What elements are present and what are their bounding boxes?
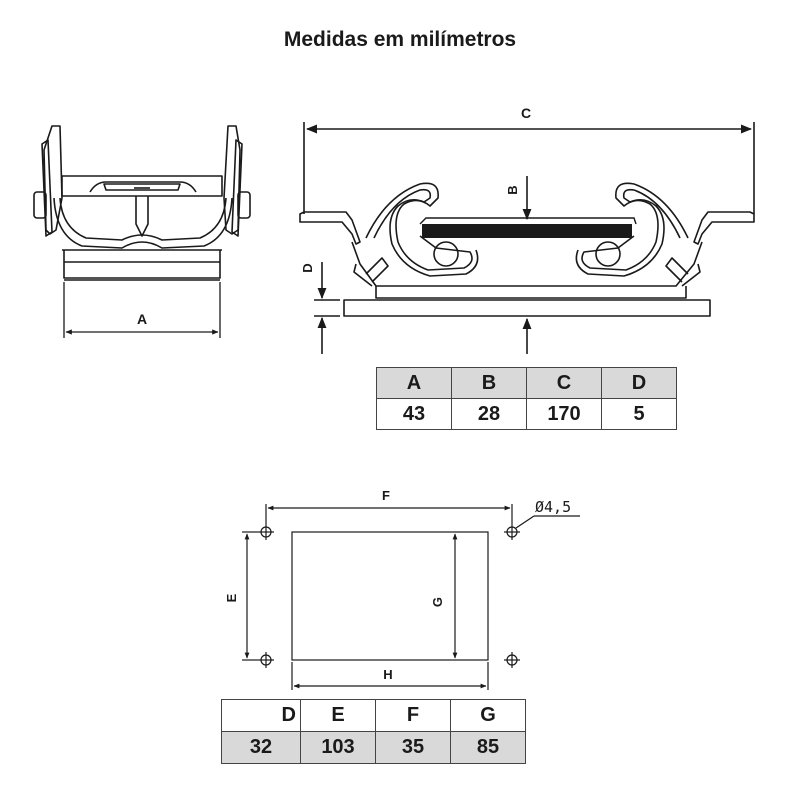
page-title: Medidas em milímetros — [283, 28, 517, 51]
table-top-header-d: D — [601, 367, 677, 399]
front-view — [33, 125, 251, 281]
side-view — [299, 182, 755, 317]
table-top-header-c: C — [526, 367, 602, 399]
table-bottom-header-f: F — [375, 699, 451, 732]
hole-diameter-label: Ø4,5 — [535, 498, 571, 516]
seal-bar — [422, 224, 632, 238]
table-top-header-a: A — [376, 367, 452, 399]
table-top-value-b: 28 — [451, 398, 527, 430]
dimension-h-label: H — [383, 667, 392, 682]
dimension-c-label: C — [521, 105, 531, 121]
cutout-drawing — [242, 504, 580, 690]
table-bottom-header-d: D — [221, 699, 301, 732]
table-bottom-value-f: 35 — [375, 731, 451, 764]
table-bottom-value-e: 103 — [300, 731, 376, 764]
dimension-c — [303, 122, 755, 214]
table-top-value-c: 170 — [526, 398, 602, 430]
dimension-a-label: A — [137, 311, 147, 327]
table-bottom-value-d: 32 — [221, 731, 301, 764]
dimension-g-label: G — [430, 597, 445, 607]
dimension-f-label: F — [382, 488, 390, 503]
dimension-table-top: A B C D 43 28 170 5 — [376, 367, 677, 430]
table-bottom-value-g: 85 — [450, 731, 526, 764]
dimension-table-bottom: D E F G 32 103 35 85 — [221, 699, 526, 764]
table-bottom-header-g: G — [450, 699, 526, 732]
dimension-e-label: E — [224, 593, 239, 602]
table-bottom-header-e: E — [300, 699, 376, 732]
table-top-value-a: 43 — [376, 398, 452, 430]
dimension-d — [314, 262, 340, 354]
dimension-d-label: D — [300, 263, 315, 272]
dimension-b-label: B — [505, 185, 520, 194]
table-top-header-b: B — [451, 367, 527, 399]
table-top-value-d: 5 — [601, 398, 677, 430]
dimension-a — [63, 282, 221, 338]
